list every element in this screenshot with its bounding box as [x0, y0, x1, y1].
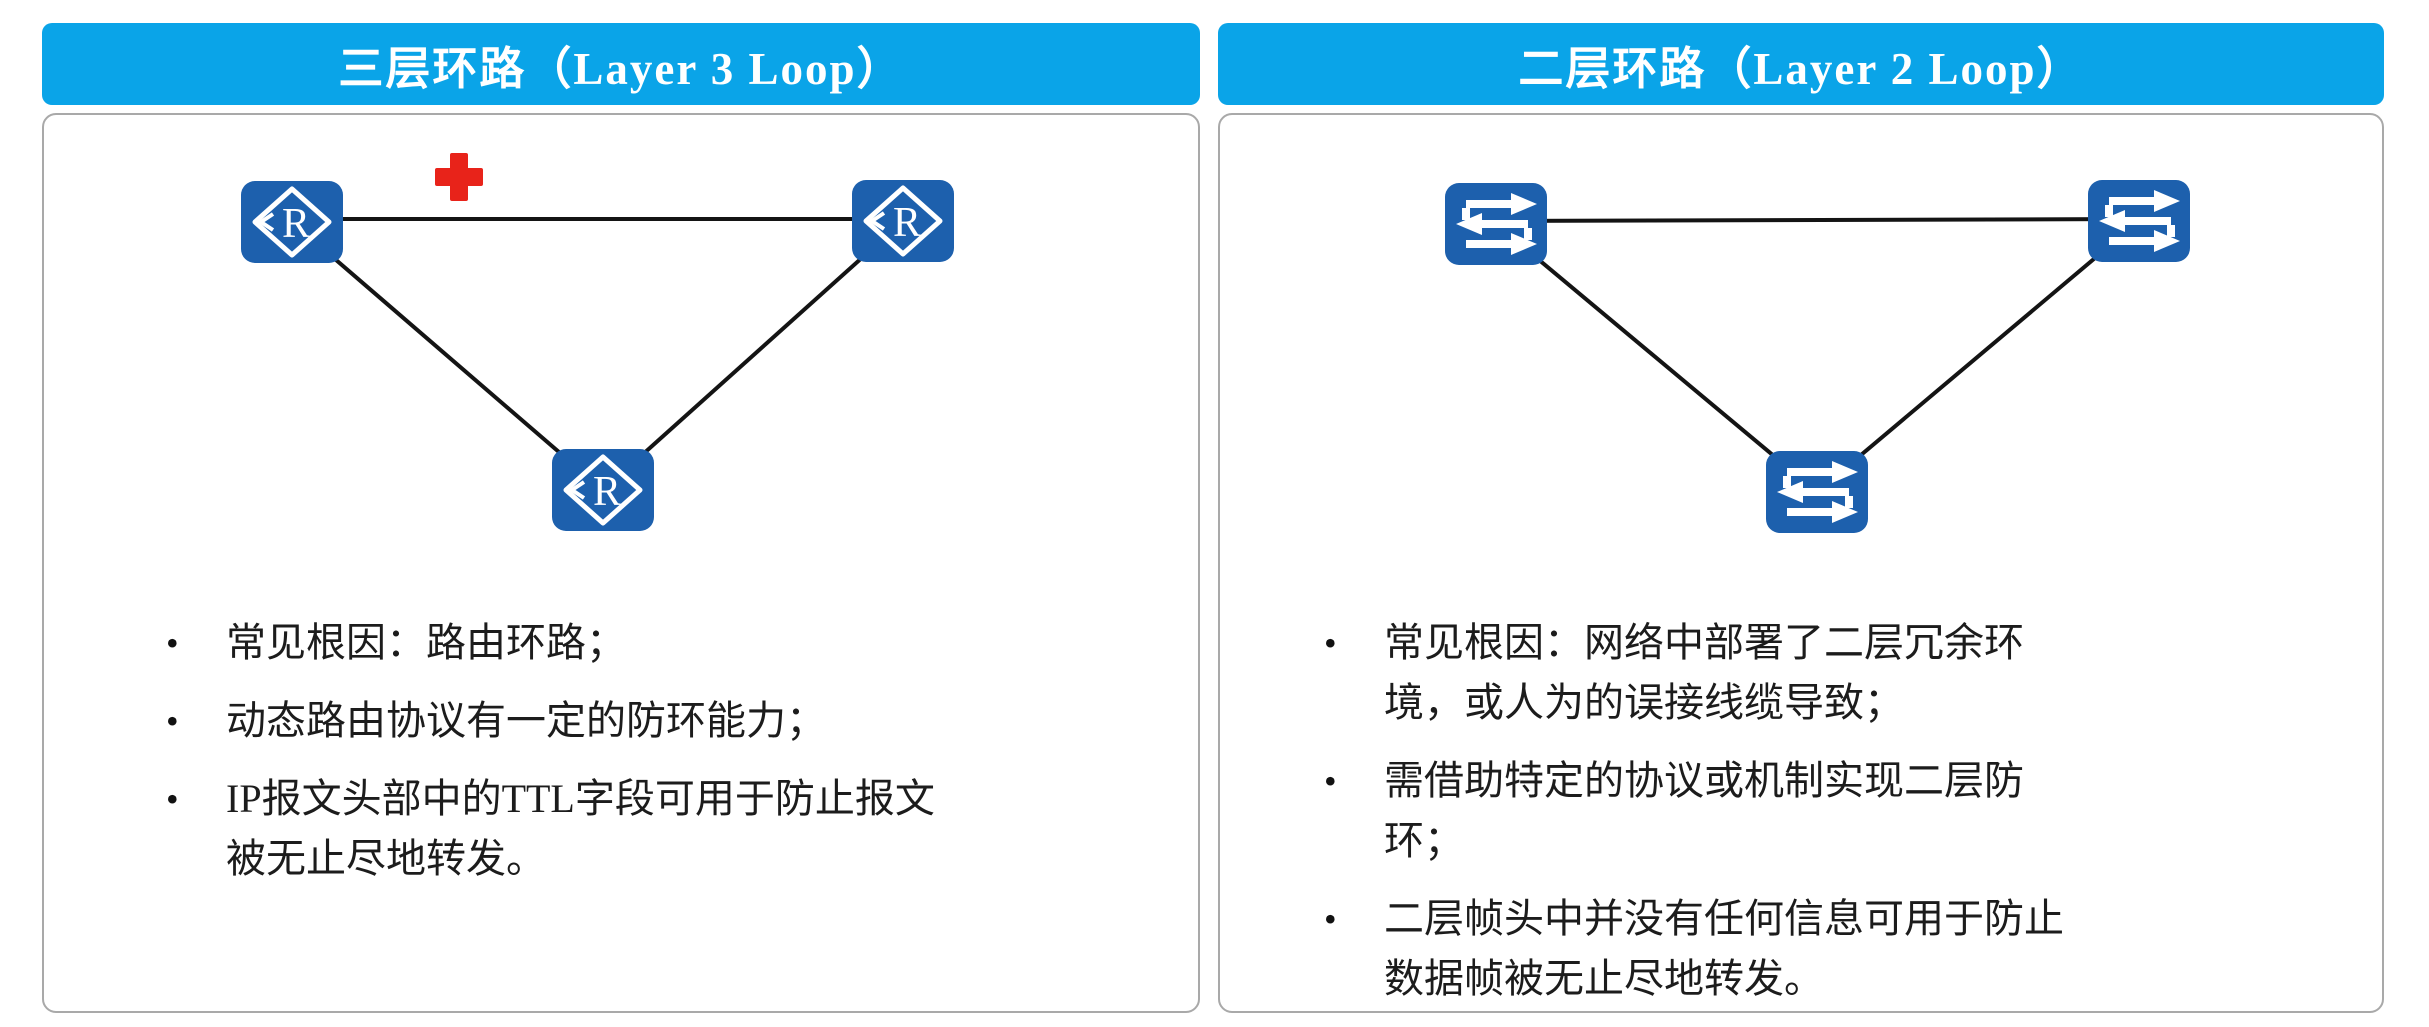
bullet-item: 二层帧头中并没有任何信息可用于防止数据帧被无止尽地转发。 — [1320, 889, 2100, 1009]
switch-node-top-right — [2087, 179, 2191, 263]
switch-node-top-left — [1444, 182, 1548, 266]
layer3-bullet-list: 常见根因：路由环路； 动态路由协议有一定的防环能力； IP报文头部中的TTL字段… — [162, 613, 962, 907]
router-icon: R — [552, 449, 654, 531]
router-node-bottom: R — [551, 448, 655, 532]
link-left-diagonal — [290, 220, 605, 492]
link-right-diagonal — [601, 219, 905, 492]
bullet-item: 常见根因：网络中部署了二层冗余环境，或人为的误接线缆导致； — [1320, 613, 2100, 733]
layer3-panel-title: 三层环路（Layer 3 Loop） — [338, 43, 904, 94]
red-cross-icon — [435, 153, 483, 201]
layer2-topology-links — [1494, 217, 2141, 494]
bullet-item: 常见根因：路由环路； — [162, 613, 962, 673]
layer2-panel-card: 常见根因：网络中部署了二层冗余环境，或人为的误接线缆导致； 需借助特定的协议或机… — [1218, 113, 2384, 1013]
link-left-diagonal — [1494, 222, 1819, 494]
router-letter: R — [893, 200, 921, 246]
bullet-item: 需借助特定的协议或机制实现二层防环； — [1320, 751, 2100, 871]
router-node-top-left: R — [240, 180, 344, 264]
switch-icon — [1766, 451, 1868, 533]
layer2-panel-header: 二层环路（Layer 2 Loop） — [1218, 23, 2384, 105]
router-icon: R — [852, 180, 954, 262]
layer2-bullet-list: 常见根因：网络中部署了二层冗余环境，或人为的误接线缆导致； 需借助特定的协议或机… — [1320, 613, 2100, 1027]
router-letter: R — [282, 201, 310, 247]
link-top — [1495, 217, 2140, 223]
bullet-item: 动态路由协议有一定的防环能力； — [162, 691, 962, 751]
router-icon: R — [241, 181, 343, 263]
switch-icon — [2088, 180, 2190, 262]
switch-icon — [1445, 183, 1547, 265]
layer3-panel-header: 三层环路（Layer 3 Loop） — [42, 23, 1200, 105]
layer3-topology-links — [290, 153, 905, 492]
bullet-item: IP报文头部中的TTL字段可用于防止报文被无止尽地转发。 — [162, 769, 962, 889]
switch-node-bottom — [1765, 450, 1869, 534]
router-letter: R — [593, 469, 621, 515]
layer2-panel-title: 二层环路（Layer 2 Loop） — [1518, 43, 2084, 94]
link-right-diagonal — [1815, 219, 2141, 494]
router-node-top-right: R — [851, 179, 955, 263]
layer3-panel-card: R R R 常见根因：路由环路； 动态路由协议有一定的防环能力； IP报文头部中… — [42, 113, 1200, 1013]
